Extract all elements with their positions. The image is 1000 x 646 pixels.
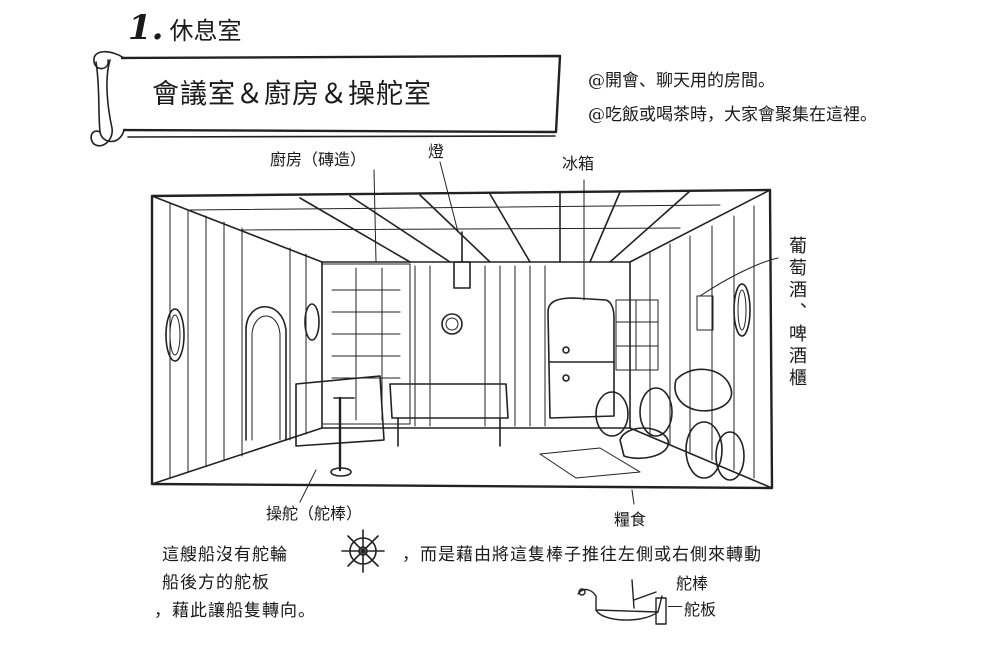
ships-wheel-icon	[341, 529, 385, 573]
label-lamp: 燈	[428, 142, 445, 161]
section-heading: 1.休息室	[128, 8, 242, 48]
label-tiller: 操舵（舵棒）	[266, 504, 363, 523]
section-title: 休息室	[169, 17, 242, 45]
explanation-line3: ，藉此讓船隻轉向。	[154, 601, 316, 621]
label-fridge: 冰箱	[562, 154, 595, 173]
section-number: 1.	[128, 8, 164, 48]
banner-title: 會議室＆廚房＆操舵室	[152, 79, 432, 110]
label-rudder-board: 舵板	[684, 600, 717, 619]
explanation-line1-end: ，而是藉由將這隻棒子推往左側或右側來轉動	[402, 545, 762, 565]
label-rudder-tiller: 舵棒	[676, 574, 709, 593]
rudder-diagram-icon	[577, 579, 667, 625]
label-food: 糧食	[614, 510, 647, 529]
label-kitchen: 廚房（磚造）	[270, 150, 367, 169]
note-meeting: @開會、聊天用的房間。	[588, 71, 775, 91]
note-dining: @吃飯或喝茶時，大家會聚集在這裡。	[588, 105, 877, 125]
explanation-line2: 船後方的舵板	[162, 573, 270, 593]
explanation-line1-start: 這艘船沒有舵輪	[162, 545, 288, 565]
label-wine-cabinet: 葡萄酒、啤酒櫃	[786, 236, 807, 390]
rudder-board-pointer	[668, 606, 682, 607]
